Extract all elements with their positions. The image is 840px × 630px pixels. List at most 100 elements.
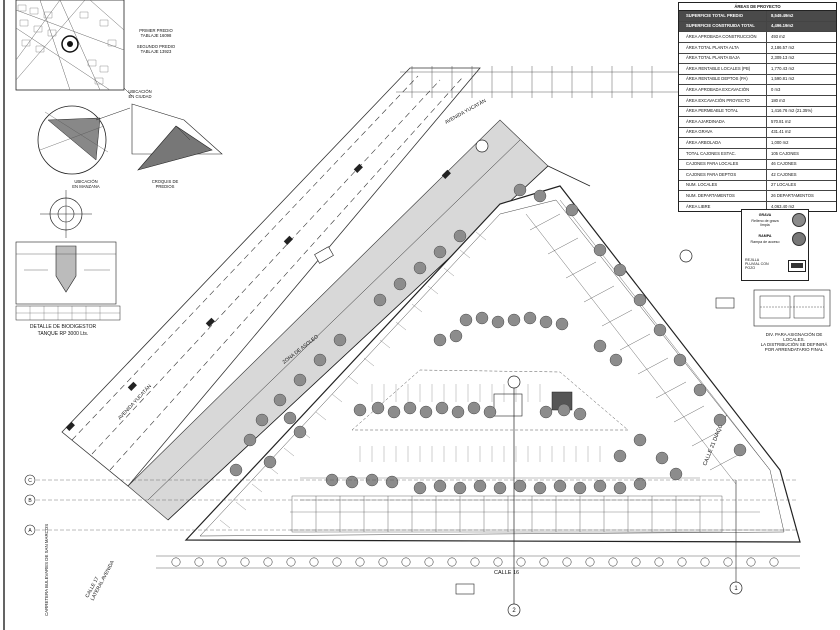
area-table-value: 1,416.76 m2 (21.35%)	[771, 108, 813, 114]
grid-bubble	[723, 557, 733, 567]
tree-symbol	[413, 261, 427, 275]
section-label-2: 2	[512, 608, 516, 614]
legend-grava-label: GRAVA	[758, 213, 772, 217]
grid-bubble	[493, 557, 503, 567]
rejilla-detail	[753, 289, 831, 327]
legend-rampa-label: RAMPA	[758, 234, 772, 238]
area-table-value: 27 LOCALES	[771, 182, 797, 188]
tree-symbol	[475, 311, 489, 325]
area-table-key: ÁREA APROBADA EXCAVACIÓN	[679, 85, 767, 95]
tree-symbol	[507, 313, 521, 327]
axis-label-c: C	[28, 478, 32, 484]
legend-rampa-swatch	[792, 232, 806, 246]
tree-symbol	[539, 315, 553, 329]
tree-symbol	[433, 479, 447, 493]
tree-symbol	[283, 411, 297, 425]
area-table-key: TOTAL CAJONES ESTAC.	[679, 148, 767, 159]
tree-symbol	[513, 479, 527, 493]
area-table-value: 493 m2	[771, 34, 785, 40]
tree-symbol	[449, 329, 463, 343]
tree-symbol	[483, 405, 497, 419]
grid-bubble	[378, 557, 388, 567]
tree-symbol	[293, 373, 307, 387]
tree-symbol	[713, 413, 727, 427]
tree-symbol	[313, 353, 327, 367]
grid-bubble	[194, 557, 204, 567]
area-table-key: CAJONES PARA DEPTOS	[679, 170, 767, 180]
legend-rampa-desc: Rampa de acceso	[750, 240, 780, 244]
grid-bubble	[309, 557, 319, 567]
area-table-value: 4,496.19m2	[771, 23, 794, 29]
tree-symbol	[593, 339, 607, 353]
area-table-value: 1,770.43 m2	[771, 65, 795, 71]
grid-bubble	[286, 557, 296, 567]
grid-bubble	[769, 557, 779, 567]
grid-bubble	[401, 557, 411, 567]
area-table-key: ÁREA EXCAVACIÓN PROYECTO	[679, 95, 767, 106]
note-local-division: DIV. PARA ASIGNACIÓN DE LOCALES. LA DIST…	[760, 332, 828, 353]
tree-symbol	[733, 443, 747, 457]
tree-symbol	[573, 481, 587, 495]
area-table-value: 1,000 m2	[771, 140, 789, 146]
tree-symbol	[533, 481, 547, 495]
grid-bubble	[424, 557, 434, 567]
tree-symbol	[613, 481, 627, 495]
legend-grava-swatch	[792, 213, 806, 227]
rejilla-icon	[788, 260, 806, 272]
grid-bubble	[263, 557, 273, 567]
area-table-value: 46 CAJONES	[771, 161, 797, 167]
legend-rejilla-label: REJILLA PLUVIAL CON POZO	[745, 258, 769, 270]
trees	[229, 183, 747, 495]
grid-bubble	[355, 557, 365, 567]
grid-bubble	[470, 557, 480, 567]
tree-symbol	[613, 263, 627, 277]
area-table-row: ÁREA RENTABLE LOCALES (PB) 1,770.43 m2	[679, 64, 836, 75]
tree-symbol	[433, 333, 447, 347]
grid-bubble	[608, 557, 618, 567]
area-table-value: 2,186.57 m2	[771, 44, 795, 50]
area-table-key: ÁREA LIBRE	[679, 201, 767, 212]
area-table-value: 2,309.13 m2	[771, 55, 795, 61]
legend-box: GRAVA Relleno de grava limpia RAMPA Ramp…	[741, 209, 809, 281]
tree-symbol	[243, 433, 257, 447]
area-table-key: ÁREA RENTABLE LOCALES (PB)	[679, 64, 767, 74]
grid-bubble	[585, 557, 595, 567]
avenida-yucatan-road: AVENIDA YUCATÁN AVENIDA YUCATÁN	[61, 67, 591, 521]
grid-bubble	[677, 557, 687, 567]
tree-symbol	[653, 323, 667, 337]
tree-symbol	[523, 311, 537, 325]
tree-symbol	[557, 403, 571, 417]
tree-symbol	[413, 481, 427, 495]
area-table-value: 8,549.49m2	[771, 12, 794, 18]
grid-bubble	[447, 557, 457, 567]
grid-bubble	[654, 557, 664, 567]
area-table-value: 42 CAJONES	[771, 171, 797, 177]
grid-axes-left	[36, 479, 796, 531]
section-markers: 2 1	[314, 139, 743, 617]
tree-symbol	[373, 293, 387, 307]
tree-symbol	[655, 451, 669, 465]
tree-symbol	[669, 467, 683, 481]
tree-symbol	[693, 383, 707, 397]
axis-label-a: A	[28, 528, 32, 534]
top-dimension-line	[396, 66, 680, 98]
tree-symbol	[593, 479, 607, 493]
tree-symbol	[255, 413, 269, 427]
tree-symbol	[385, 475, 399, 489]
tree-symbol	[453, 229, 467, 243]
tree-symbol	[393, 277, 407, 291]
